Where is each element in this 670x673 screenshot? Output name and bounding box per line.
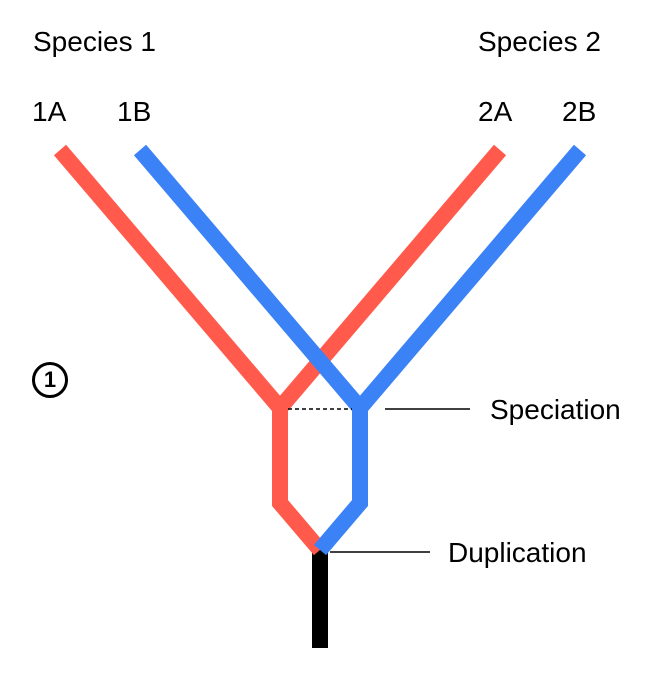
red-branch-1A: [53, 144, 287, 414]
gene-1A-label: 1A: [32, 96, 67, 127]
species-1-label: Species 1: [33, 26, 156, 57]
gene-2B-label: 2B: [562, 96, 597, 127]
gene-1B-label: 1B: [117, 96, 152, 127]
speciation-label: Speciation: [490, 394, 621, 425]
duplication-label: Duplication: [448, 537, 587, 568]
blue-branch-1B: [133, 144, 368, 556]
species-2-label: Species 2: [478, 26, 601, 57]
blue-branch-2B: [353, 144, 587, 414]
red-branch-2A: [272, 144, 507, 556]
gene-2A-label: 2A: [478, 96, 513, 127]
step-marker: 1: [32, 362, 68, 398]
